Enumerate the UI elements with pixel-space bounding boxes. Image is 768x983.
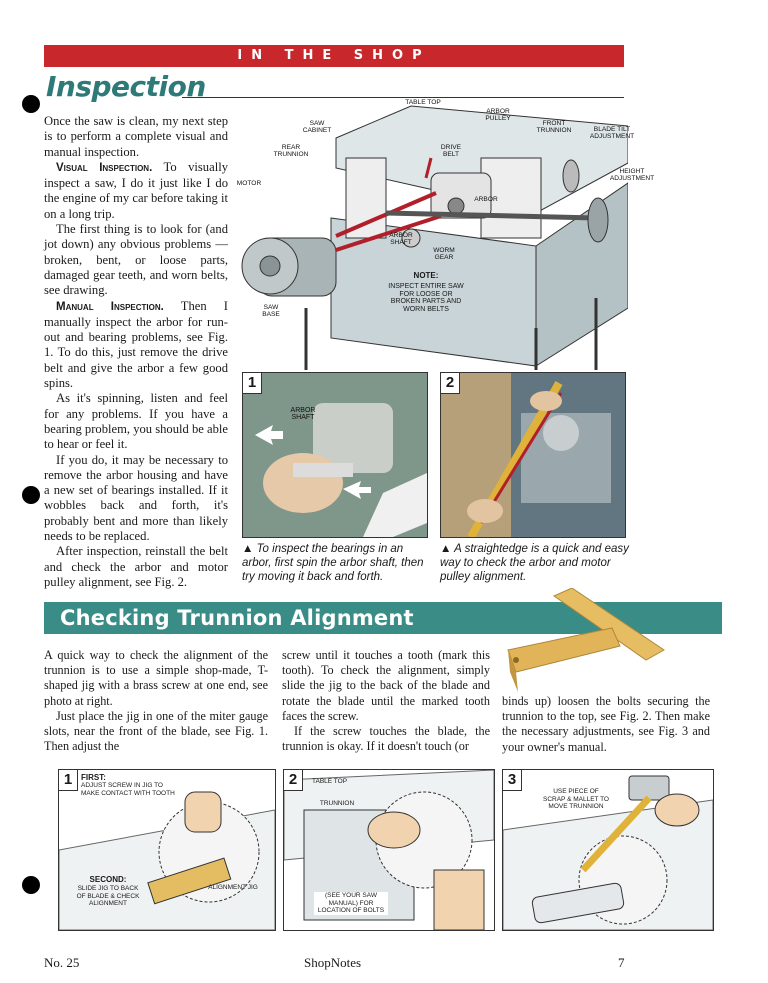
label-front-trunnion: FRONT TRUNNION [536, 120, 572, 134]
first-heading: FIRST: [81, 773, 106, 782]
section-column-1: A quick way to check the alignment of th… [44, 648, 268, 754]
reinstall-paragraph: After inspection, reinstall the belt and… [44, 544, 228, 589]
binder-hole [22, 95, 40, 113]
figure-number: 2 [284, 770, 303, 791]
label-arbor-pulley: ARBOR PULLEY [485, 108, 511, 122]
section-paragraph: screw until it touches a tooth (mark thi… [282, 648, 490, 723]
note-heading: NOTE: [413, 271, 439, 280]
bottom-figure-1: 1 FIRST: ADJUST SCREW IN JIG TO MAKE CON… [58, 769, 276, 931]
label-worm-gear: WORM GEAR [433, 247, 455, 261]
figure-2-caption: ▲ A straightedge is a quick and easy way… [440, 543, 629, 583]
figure-number: 1 [243, 373, 262, 394]
magazine-name: ShopNotes [304, 955, 362, 970]
label-blade-tilt: BLADE TILT ADJUSTMENT [589, 126, 635, 140]
label-arbor-shaft-photo: ARBOR SHAFT [290, 407, 316, 421]
section-paragraph: Just place the jig in one of the miter g… [44, 708, 268, 754]
label-motor: MOTOR [236, 180, 262, 187]
figure-number: 3 [503, 770, 522, 791]
section-banner: IN THE SHOP [44, 45, 624, 67]
section-paragraph: A quick way to check the alignment of th… [44, 648, 268, 708]
trunnion-label: TRUNNION [319, 800, 355, 807]
page-number: 7 [618, 955, 625, 970]
second-heading: SECOND: [89, 875, 127, 884]
intro-paragraph: Once the saw is clean, my next step is t… [44, 114, 228, 159]
section-paragraph: If the screw touches the blade, the trun… [282, 724, 490, 754]
bottom-figure-3-illustration [503, 775, 713, 930]
title-rule [182, 97, 624, 98]
saw-drawing [241, 105, 628, 370]
manual-text: Then I manually inspect the arbor for ru… [44, 298, 228, 391]
bearings-paragraph: If you do, it may be necessary to remove… [44, 452, 228, 544]
problems-paragraph: The first thing is to look for (and jot … [44, 222, 228, 298]
manual-paragraph: Manual Inspection. Then I manually inspe… [44, 299, 228, 392]
intro-column: Once the saw is clean, my next step is t… [44, 114, 228, 590]
figure-2-illustration [441, 373, 625, 537]
binder-hole [22, 876, 40, 894]
visual-heading: Visual Inspection. [56, 161, 153, 174]
first-text: ADJUST SCREW IN JIG TO MAKE CONTACT WITH… [81, 782, 175, 797]
figure-number: 2 [441, 373, 460, 394]
visual-text: To visually inspect a saw, I do it just … [44, 159, 228, 221]
section-title: Checking Trunnion Alignment [60, 606, 414, 630]
label-saw-base: SAW BASE [262, 304, 280, 318]
visual-paragraph: Visual Inspection. To visually inspect a… [44, 160, 228, 222]
t-jig-photo [507, 588, 665, 692]
section-paragraph: binds up) loosen the bolts securing the … [502, 694, 710, 754]
figure-1-illustration [243, 373, 427, 537]
issue-number: No. 25 [44, 955, 80, 970]
label-rear-trunnion: REAR TRUNNION [273, 144, 309, 158]
manual-heading: Manual Inspection. [56, 300, 164, 313]
bottom-figure-3: 3 USE PIECE OF SCRAP & MALLET TO MOVE TR… [502, 769, 714, 931]
bottom-figure-2-illustration [284, 770, 494, 930]
note-text: INSPECT ENTIRE SAW FOR LOOSE OR BROKEN P… [388, 283, 464, 313]
bottom-figure-1-illustration [59, 791, 275, 930]
second-text: SLIDE JIG TO BACK OF BLADE & CHECK ALIGN… [76, 885, 140, 907]
manual-note: (SEE YOUR SAW MANUAL) FOR LOCATION OF BO… [314, 892, 388, 915]
label-saw-cabinet: SAW CABINET [302, 120, 332, 134]
bottom-figure-2: 2 TABLE TOP TRUNNION (SEE YOUR SAW MANUA… [283, 769, 495, 931]
alignment-jig-label: ALIGNMENT JIG [208, 884, 258, 891]
label-height-adjustment: HEIGHT ADJUSTMENT [609, 168, 655, 182]
section-column-2: screw until it touches a tooth (mark thi… [282, 648, 490, 754]
spin-paragraph: As it's spinning, listen and feel for an… [44, 391, 228, 452]
label-arbor: ARBOR [474, 196, 498, 203]
figure-2-photo: 2 [440, 372, 626, 538]
label-arbor-shaft: ARBOR SHAFT [389, 232, 413, 246]
mallet-note: USE PIECE OF SCRAP & MALLET TO MOVE TRUN… [543, 788, 609, 810]
label-table-top: TABLE TOP [405, 99, 441, 106]
figure-1-photo: 1 ARBOR SHAFT [242, 372, 428, 538]
figure-number: 1 [59, 770, 78, 791]
binder-hole [22, 486, 40, 504]
section-column-3: binds up) loosen the bolts securing the … [502, 694, 710, 755]
table-top-label: TABLE TOP [312, 778, 348, 785]
figure-1-caption: ▲ To inspect the bearings in an arbor, f… [242, 543, 424, 583]
label-drive-belt: DRIVE BELT [440, 144, 462, 158]
page-title: Inspection [46, 70, 206, 103]
